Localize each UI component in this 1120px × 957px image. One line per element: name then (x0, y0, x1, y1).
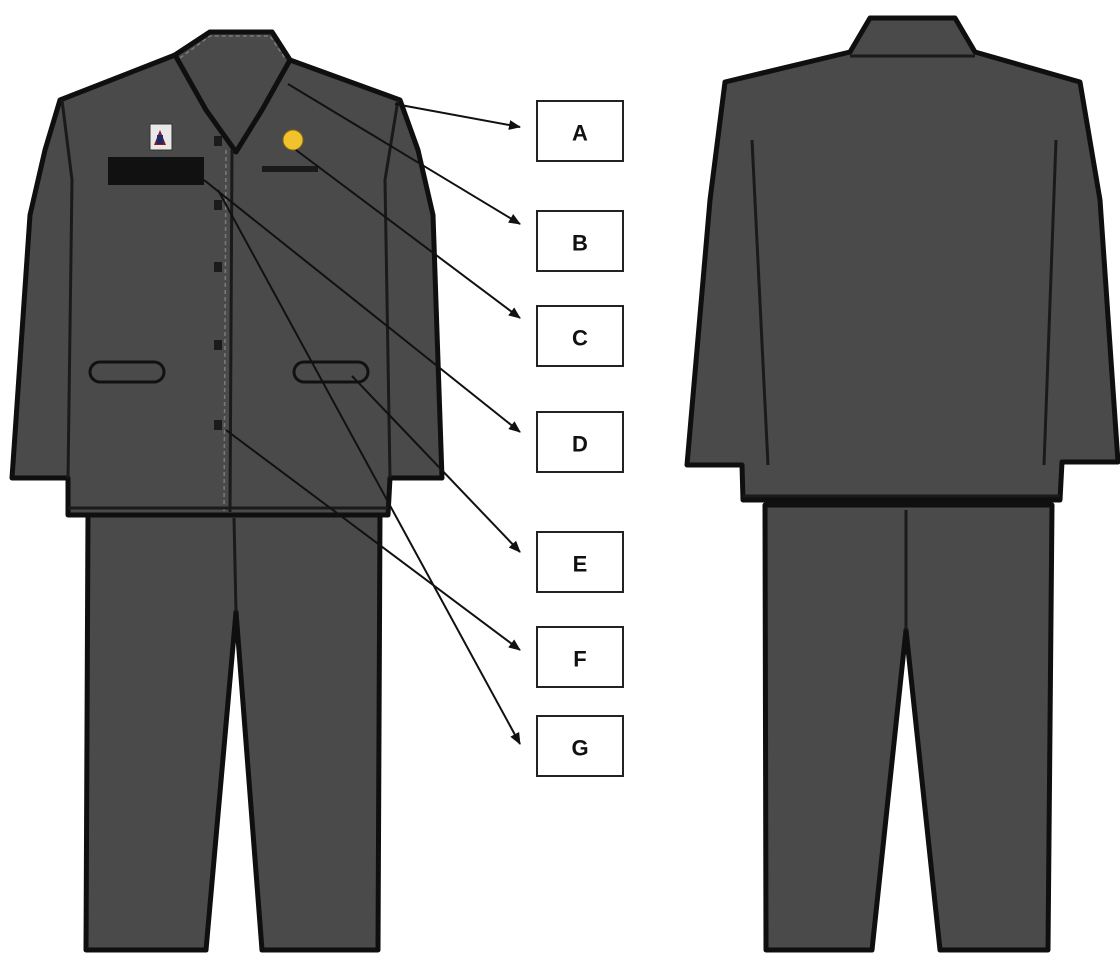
leader-a (395, 104, 520, 127)
label-e-text: E (573, 552, 588, 577)
button (214, 200, 222, 210)
label-d-text: D (572, 432, 588, 457)
round-pin-icon (283, 130, 303, 150)
chest-bar (262, 166, 318, 172)
back-trousers (765, 505, 1052, 950)
button (214, 262, 222, 272)
label-box-f: F (537, 627, 623, 687)
logo-badge-icon (150, 124, 172, 150)
label-box-g: G (537, 716, 623, 776)
label-box-a: A (537, 101, 623, 161)
label-g-text: G (571, 736, 588, 761)
front-trousers (86, 512, 380, 950)
label-box-e: E (537, 532, 623, 592)
front-trousers-crease (234, 518, 236, 612)
front-view (12, 32, 442, 950)
label-box-b: B (537, 211, 623, 271)
label-a-text: A (572, 121, 588, 146)
button (214, 136, 222, 146)
label-b-text: B (572, 231, 588, 256)
button (214, 420, 222, 430)
label-box-c: C (537, 306, 623, 366)
label-f-text: F (573, 647, 586, 672)
name-plate (108, 157, 204, 185)
label-c-text: C (572, 326, 588, 351)
label-box-d: D (537, 412, 623, 472)
back-view (687, 18, 1118, 950)
back-jacket-body (687, 18, 1118, 500)
button (214, 340, 222, 350)
front-placket (230, 150, 232, 512)
label-boxes: A B C D E F G (537, 101, 623, 776)
